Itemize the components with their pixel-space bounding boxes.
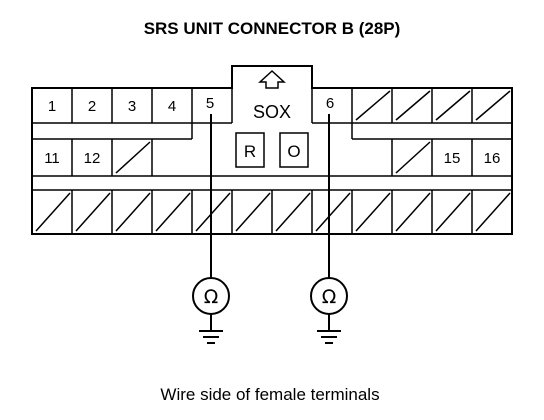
key-label-r: R <box>244 142 256 161</box>
pin-label-6: 6 <box>326 95 334 112</box>
diagram-caption: Wire side of female terminals <box>160 385 379 404</box>
ground-icon-left <box>199 330 223 344</box>
pin-label-1: 1 <box>48 98 56 115</box>
empty-cavity-hatches <box>35 90 511 232</box>
ohm-icon-right: Ω <box>322 286 337 308</box>
diagram-title: SRS UNIT CONNECTOR B (28P) <box>144 19 401 38</box>
pin-label-16: 16 <box>484 150 501 167</box>
row1-left-dividers <box>71 88 193 139</box>
row3-dividers <box>71 190 473 234</box>
key-box-r <box>235 132 265 168</box>
pin-label-11: 11 <box>44 150 60 167</box>
pin-label-15: 15 <box>444 150 461 167</box>
row2-dividers <box>71 139 473 176</box>
pin-label-3: 3 <box>128 98 136 115</box>
sox-label: SOX <box>253 102 291 122</box>
key-box-o <box>279 132 309 168</box>
ohm-icon-left: Ω <box>204 286 219 308</box>
pin-label-2: 2 <box>88 98 96 115</box>
lock-arrow-icon <box>258 69 286 89</box>
pin-label-4: 4 <box>168 98 176 115</box>
pin-label-5: 5 <box>206 95 214 112</box>
pin-label-12: 12 <box>84 150 101 167</box>
key-label-o: O <box>287 142 300 161</box>
row1-right-dividers <box>351 88 473 139</box>
ground-icon-right <box>317 330 341 344</box>
